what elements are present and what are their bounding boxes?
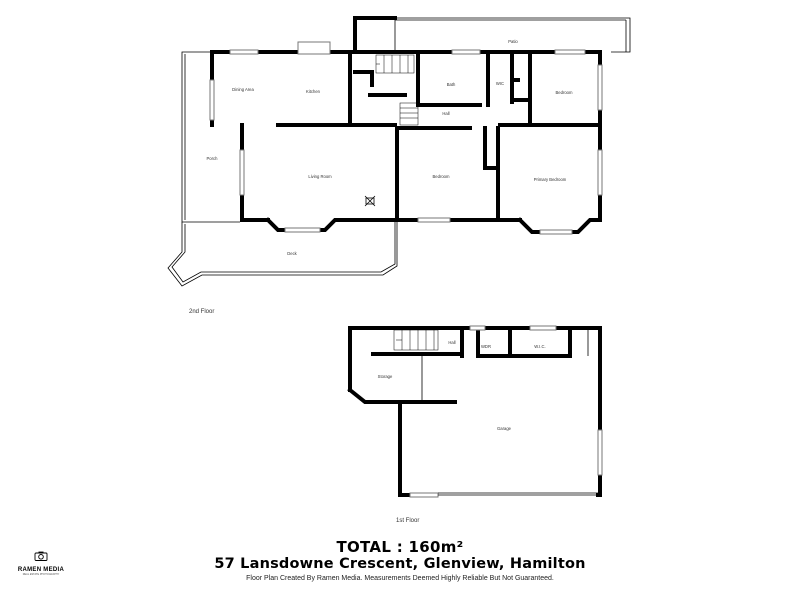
second-floor-windows xyxy=(209,41,603,235)
first-floor-stairs xyxy=(393,329,439,400)
floor-label-1st: 1st Floor xyxy=(396,518,419,524)
first-floor-windows xyxy=(409,325,603,498)
room-label-garage: Garage xyxy=(497,426,512,431)
property-address: 57 Lansdowne Crescent, Glenview, Hamilto… xyxy=(214,556,586,572)
floor-label-2nd: 2nd Floor xyxy=(189,309,214,315)
room-label-patio: Patio xyxy=(508,39,518,44)
first-floor-plan: Hall WDR W.I.C. Storage Garage 1st Floor xyxy=(347,325,603,524)
porch-outline xyxy=(181,51,240,223)
room-label-bedroom-north: Bedroom xyxy=(556,90,574,95)
second-floor-details xyxy=(364,128,486,207)
room-label-living-room: Living Room xyxy=(308,174,332,179)
room-label-kitchen: Kitchen xyxy=(306,89,321,94)
room-label-storage: Storage xyxy=(378,374,393,379)
room-label-primary-bedroom: Primary Bedroom xyxy=(534,177,567,182)
room-label-bedroom-middle: Bedroom xyxy=(433,174,451,179)
room-label-bath: Bath xyxy=(447,82,456,87)
room-label-hall: Hall xyxy=(442,111,449,116)
room-label-wic: WIC xyxy=(496,81,504,86)
brand-logo: RAMEN MEDIA REAL ESTATE PHOTOGRAPHY xyxy=(14,548,68,576)
second-floor-plan: Patio Dining Area Kitchen Bath WIC Bedro… xyxy=(167,16,631,315)
camera-icon xyxy=(34,551,48,561)
room-label-wdr: WDR xyxy=(481,344,491,349)
brand-tagline: REAL ESTATE PHOTOGRAPHY xyxy=(22,573,60,576)
room-label-porch: Porch xyxy=(207,156,219,161)
room-label-hall-1st: Hall xyxy=(448,340,455,345)
room-label-dining-area: Dining Area xyxy=(232,87,254,92)
brand-name: RAMEN MEDIA xyxy=(17,567,65,573)
second-floor-stairs xyxy=(375,54,419,126)
disclaimer-text: Floor Plan Created By Ramen Media. Measu… xyxy=(246,575,554,582)
deck-outline xyxy=(167,220,398,287)
room-label-deck: Deck xyxy=(287,251,297,256)
room-label-wic-1st: W.I.C. xyxy=(534,344,545,349)
first-floor-walls xyxy=(347,326,602,497)
patio-outline xyxy=(394,17,631,53)
total-area: TOTAL : 160m² xyxy=(336,538,464,556)
